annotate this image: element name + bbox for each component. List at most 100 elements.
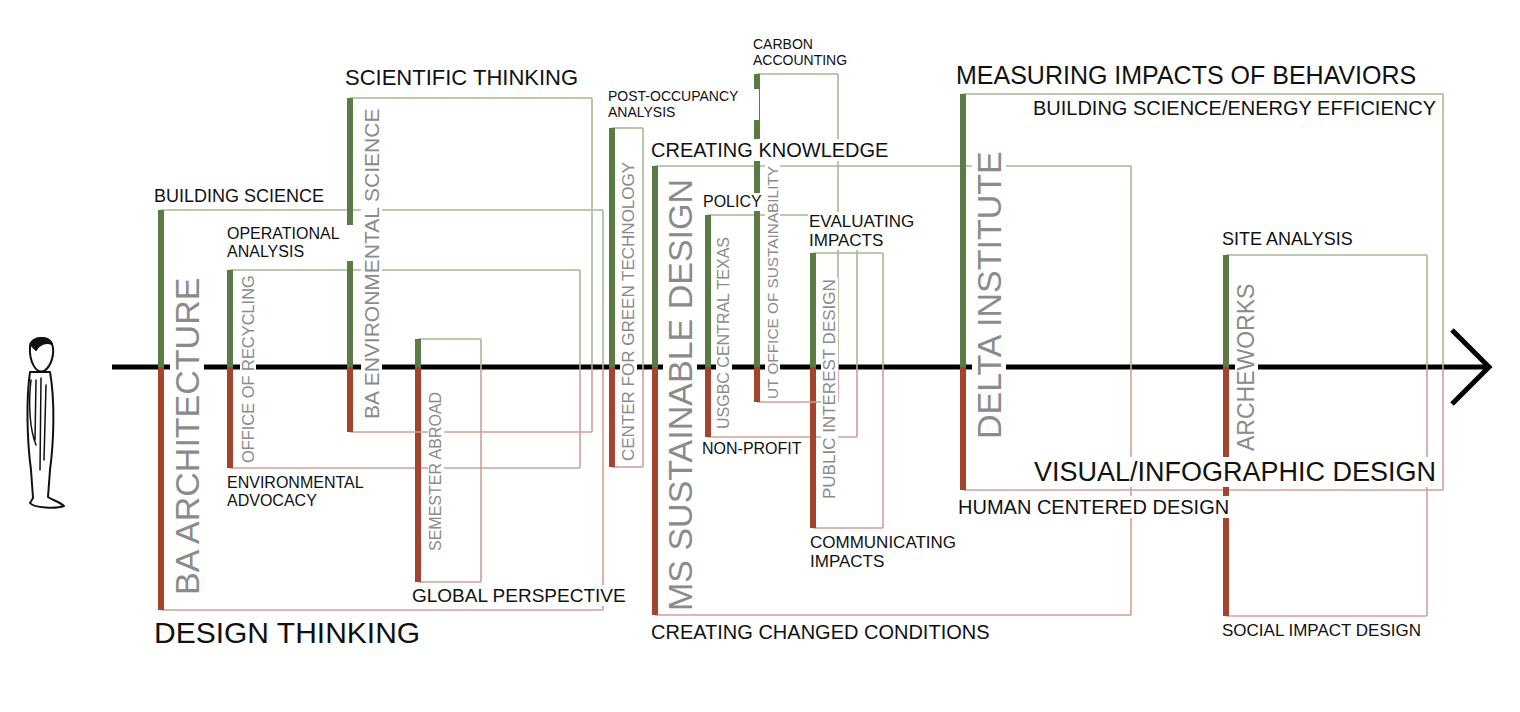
person-figure [27, 338, 64, 508]
figure-hatching [30, 378, 46, 470]
span-frame [963, 489, 1443, 491]
skill-label: POST-OCCUPANCY ANALYSIS [607, 89, 759, 120]
span-frame [1442, 367, 1444, 490]
span-bar [810, 367, 816, 528]
timeline-span: BA ENVIRONMENTAL SCIENCESCIENTIFIC THINK… [350, 98, 592, 432]
span-frame [418, 581, 481, 583]
timeline-span: CENTER FOR GREEN TECHNOLOGYPOST-OCCUPANC… [612, 128, 643, 467]
figure-hair [31, 338, 52, 350]
span-bar [705, 215, 711, 367]
skill-label: NON-PROFIT [701, 440, 803, 458]
span-frame [161, 209, 603, 211]
span-frame [230, 467, 580, 469]
figure-head [30, 338, 53, 371]
timeline-span: SEMESTER ABROADGLOBAL PERSPECTIVE [418, 339, 481, 582]
span-title: BA ENVIRONMENTAL SCIENCE [361, 108, 382, 420]
span-bar [347, 367, 353, 432]
span-title: MS SUSTAINABLE DESIGN [663, 178, 697, 612]
span-frame [1426, 255, 1428, 367]
span-bar [810, 253, 816, 367]
span-bar [652, 166, 658, 367]
skill-label: ENVIRONMENTAL ADVOCACY [226, 474, 398, 510]
span-frame [837, 367, 839, 402]
span-bar [1223, 255, 1229, 367]
span-frame [602, 210, 604, 367]
span-frame [1226, 254, 1427, 256]
span-frame [230, 269, 580, 271]
span-title: BA ARCHITECTURE [170, 277, 204, 596]
span-frame [350, 431, 592, 433]
skill-label: GLOBAL PERSPECTIVE [411, 585, 627, 606]
span-frame [837, 74, 839, 367]
span-frame [1130, 166, 1132, 367]
skill-label: MEASURING IMPACTS OF BEHAVIORS [955, 61, 1417, 89]
skill-label: CREATING CHANGED CONDITIONS [650, 621, 991, 643]
span-frame [856, 367, 858, 437]
span-bar [415, 367, 421, 582]
span-frame [882, 367, 884, 528]
span-frame [161, 609, 603, 611]
span-bar [960, 367, 966, 490]
span-frame [418, 338, 481, 340]
span-title: CENTER FOR GREEN TECHNOLOGY [620, 161, 637, 462]
span-bar [705, 367, 711, 437]
span-bar [609, 367, 615, 467]
span-title: DELTA INSTITUTE [972, 150, 1006, 440]
skill-label: SCIENTIFIC THINKING [344, 66, 579, 91]
skill-label: BUILDING SCIENCE/ENERGY EFFICIENCY [1032, 97, 1437, 119]
skill-label: SOCIAL IMPACT DESIGN [1221, 621, 1422, 640]
span-title: SEMESTER ABROAD [428, 391, 444, 552]
span-bar [227, 367, 233, 468]
skill-label: POLICY [702, 193, 763, 211]
span-frame [757, 73, 838, 75]
span-bar [754, 367, 760, 402]
figure-body [27, 372, 64, 508]
skill-label: HUMAN CENTERED DESIGN [957, 496, 1230, 518]
skill-label: EVALUATING IMPACTS [808, 212, 935, 250]
span-frame [480, 367, 482, 582]
skill-label: SITE ANALYSIS [1221, 229, 1354, 249]
span-frame [579, 367, 581, 468]
span-frame [350, 97, 592, 99]
axis-arrowhead [1452, 330, 1489, 404]
timeline-span: PUBLIC INTEREST DESIGNEVALUATING IMPACTS… [813, 253, 883, 528]
span-frame [602, 367, 604, 610]
skill-label: CREATING KNOWLEDGE [650, 139, 889, 161]
span-frame [882, 253, 884, 367]
span-bar [227, 270, 233, 367]
span-bar [609, 128, 615, 367]
timeline-span: DELTA INSTITUTEMEASURING IMPACTS OF BEHA… [963, 94, 1443, 490]
span-frame [813, 527, 883, 529]
span-outline [350, 98, 592, 432]
span-bar [347, 98, 353, 367]
span-frame [655, 165, 1131, 167]
span-title: OFFICE OF RECYCLING [240, 274, 256, 464]
span-frame [642, 128, 644, 367]
span-frame [963, 93, 1443, 95]
skill-label: DESIGN THINKING [153, 616, 421, 650]
span-bar [415, 339, 421, 367]
span-title: USGBC CENTRAL TEXAS [716, 236, 732, 430]
span-outline [230, 270, 580, 468]
span-title: ARCHEWORKS [1235, 283, 1258, 452]
span-frame [579, 270, 581, 367]
span-frame [757, 401, 838, 403]
span-frame [612, 466, 643, 468]
skill-label: COMMUNICATING IMPACTS [809, 533, 981, 571]
skill-label: CARBON ACCOUNTING [752, 37, 874, 68]
span-frame [1442, 94, 1444, 367]
span-frame [655, 614, 1131, 616]
skill-label: BUILDING SCIENCE [153, 186, 325, 206]
span-frame [591, 98, 593, 367]
timeline-span: OFFICE OF RECYCLINGOPERATIONAL ANALYSISE… [230, 270, 580, 468]
timeline-span: USGBC CENTRAL TEXAS POLICY NON-PROFIT PUBLI… [655, 166, 1131, 615]
skill-label: VISUAL/INFOGRAPHIC DESIGN [1033, 457, 1437, 487]
span-frame [642, 367, 644, 467]
skill-label: OPERATIONAL ANALYSIS [226, 225, 358, 261]
span-bar [754, 74, 760, 367]
timeline-span: ARCHEWORKSSITE ANALYSISSOCIAL IMPACT DES… [1226, 255, 1427, 616]
span-frame [480, 339, 482, 367]
span-outline [963, 94, 1443, 490]
span-frame [1426, 367, 1428, 616]
span-frame [591, 367, 593, 432]
